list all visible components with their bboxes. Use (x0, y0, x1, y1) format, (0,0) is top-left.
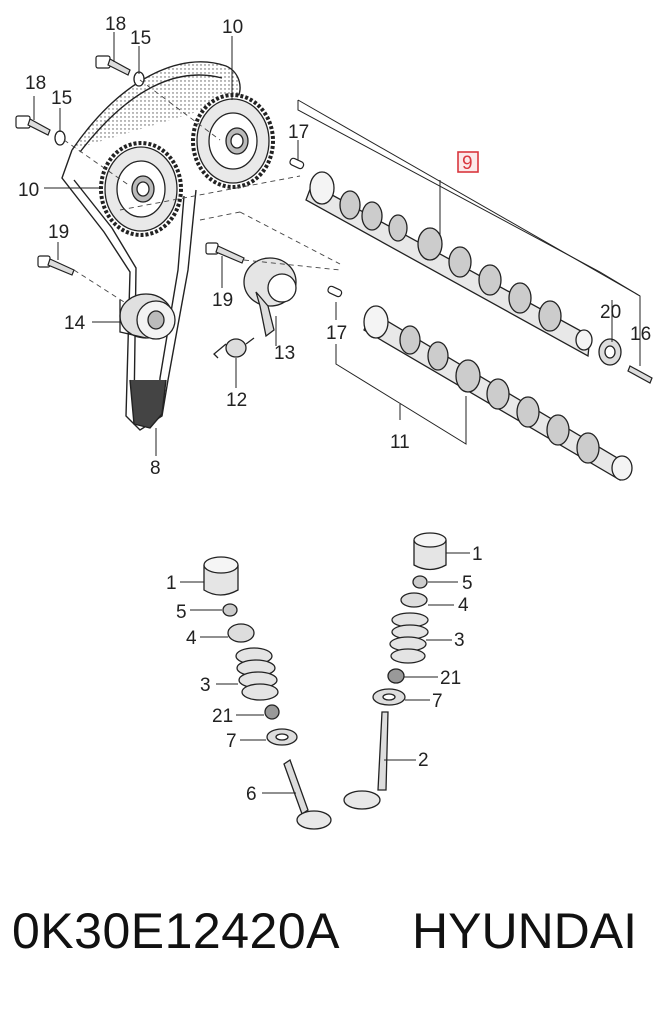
callout-6: 6 (246, 784, 257, 805)
callout-19-left: 19 (48, 222, 69, 243)
timing-belt (61, 61, 241, 431)
bolt-19-right (205, 242, 245, 264)
callout-1-left: 1 (166, 573, 177, 594)
callout-11: 11 (390, 432, 410, 453)
callout-19-right: 19 (212, 290, 233, 311)
tensioner-spring-12 (213, 337, 255, 359)
lifter-1-right (413, 532, 447, 571)
seal-21-right (387, 668, 405, 684)
retainer-5-right (412, 575, 428, 589)
bolt-16 (627, 365, 653, 384)
dowel-pin-17-upper (289, 157, 305, 170)
exploded-parts-diagram: 18 15 10 18 15 10 17 9 19 19 14 13 12 8 … (15, 14, 653, 830)
callout-3-left: 3 (200, 675, 211, 696)
cam-sprocket-right (191, 93, 275, 189)
camshaft-11 (363, 305, 633, 482)
washer-15-upper (133, 71, 145, 87)
callout-17-upper: 17 (288, 122, 309, 143)
callout-13: 13 (274, 343, 295, 364)
leader-lines-upper (33, 32, 641, 456)
callout-20: 20 (600, 302, 621, 323)
callout-4-right: 4 (458, 595, 469, 616)
spring-seat-4-left (227, 623, 255, 643)
callout-10-lower: 10 (18, 180, 39, 201)
seal-21-left (264, 704, 280, 720)
lifter-1-left (203, 556, 239, 596)
callout-5-left: 5 (176, 602, 187, 623)
callout-15-lower: 15 (51, 88, 72, 109)
valve-assembly-left (203, 556, 332, 830)
tensioner-13 (243, 257, 297, 338)
valve-2 (343, 711, 389, 810)
callout-7-left: 7 (226, 731, 237, 752)
callout-15-upper: 15 (130, 28, 151, 49)
callout-16: 16 (630, 324, 651, 345)
callout-labels: 18 15 10 18 15 10 17 9 19 19 14 13 12 8 … (18, 14, 651, 805)
callout-9: 9 (462, 153, 473, 174)
callout-14: 14 (64, 313, 86, 334)
leader-lines-lower (180, 552, 470, 794)
callout-1-right: 1 (472, 544, 483, 565)
callout-21-right: 21 (440, 668, 461, 689)
bolt-19-left (37, 255, 75, 276)
callout-2: 2 (418, 750, 429, 771)
camshaft-9 (305, 171, 593, 358)
callout-4-left: 4 (186, 628, 197, 649)
callout-3-right: 3 (454, 630, 465, 651)
part-number-caption: 0K30E12420A (12, 903, 341, 959)
callout-12: 12 (226, 390, 247, 411)
brand-caption: HYUNDAI (412, 903, 638, 959)
valve-6 (283, 758, 332, 830)
spring-3-right (389, 612, 429, 664)
callout-21-left: 21 (212, 706, 233, 727)
bolt-18-lower (15, 115, 51, 136)
valve-assembly-right (343, 532, 447, 810)
callout-7-right: 7 (432, 691, 443, 712)
washer-15-lower (54, 130, 66, 146)
callout-17-lower: 17 (326, 323, 347, 344)
thrust-plate-20 (598, 338, 622, 366)
spring-seat-4-right (400, 592, 428, 608)
highlight-box-9 (457, 151, 479, 173)
cam-sprocket-left (99, 141, 183, 237)
bolt-18-upper (95, 55, 131, 76)
callout-10-upper: 10 (222, 17, 243, 38)
spring-3-left (235, 647, 279, 701)
callout-8: 8 (150, 458, 161, 479)
callout-18-upper: 18 (105, 14, 126, 35)
callout-5-right: 5 (462, 573, 473, 594)
idler-pulley-14 (119, 293, 176, 340)
guide-lines (63, 79, 341, 303)
retainer-5-left (222, 603, 238, 617)
callout-18-lower: 18 (25, 73, 46, 94)
dowel-pin-17-lower (327, 285, 343, 298)
